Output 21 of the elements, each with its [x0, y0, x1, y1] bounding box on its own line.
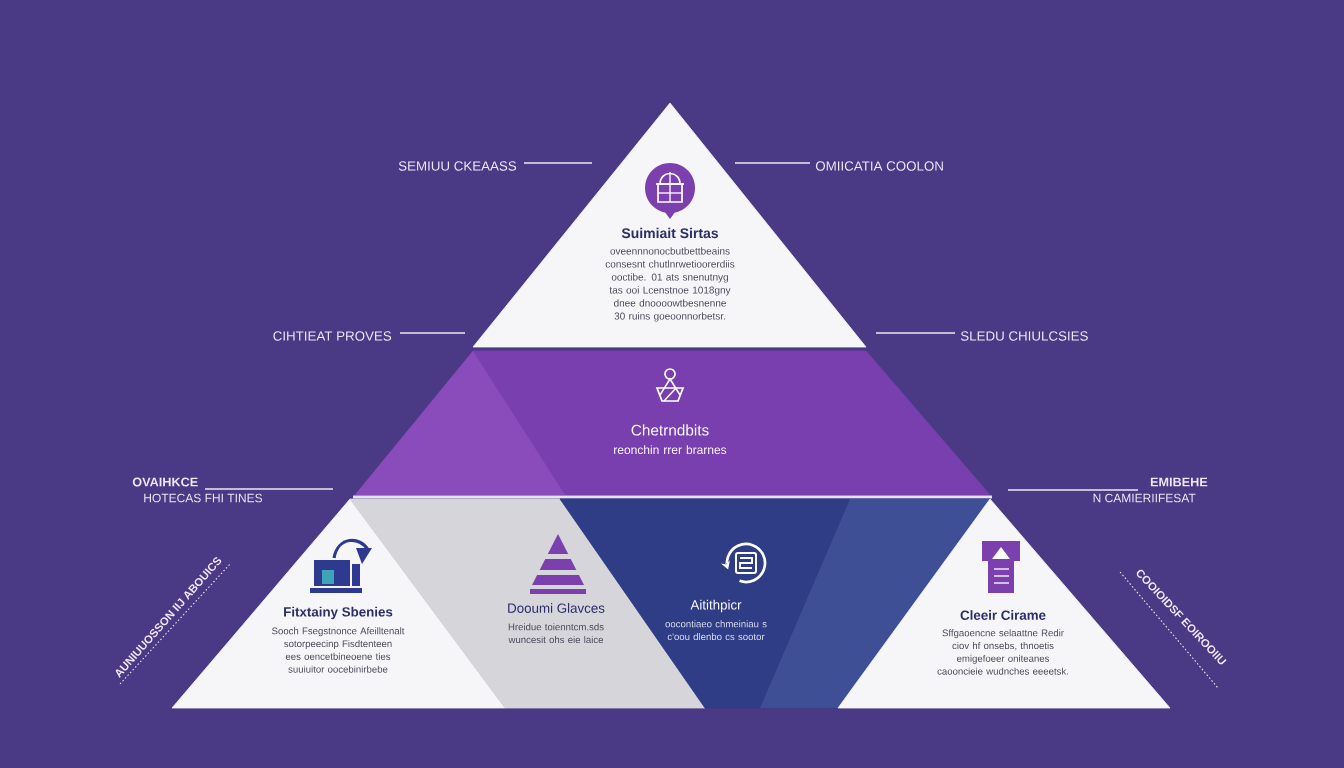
side-label: N CAMIERIIFESAT — [1093, 493, 1196, 503]
side-label: CIHTIEAT PROVES — [273, 331, 392, 341]
tier-title: Fitxtainy Sbenies — [284, 606, 393, 620]
tier-description: Hreidue toienntcm.sds wuncesit ohs eie laice — [508, 623, 604, 644]
side-label: OVAIHKCE — [132, 477, 198, 487]
tier-description: reonchin rrer brarnes — [614, 445, 727, 455]
tier-description: Sffgaoencne selaattne Redir ciov hf onsebs, thnoetis emigefoeer oniteanes caooncieie wudnches eeeetsk. — [937, 629, 1068, 675]
tier-title: Chetrndbits — [631, 424, 709, 436]
tier-title: Dooumi Glavces — [508, 603, 605, 613]
side-label: HOTECAS FHI TINES — [144, 493, 263, 503]
tier-title: Cleeir Cirame — [960, 610, 1046, 620]
tier-description: oveennnonocbutbettbeains consesnt chutlnrwetioorerdiis ooctibe. 01 ats snenutnyg tas ooi Lcenstnoe 1018gny dnee dnoooowtbesnenne 30 ruins goeoonnorbetsr. — [605, 247, 735, 322]
side-label: OMIICATIA COOLON — [815, 161, 943, 171]
tier-description: Sooch Fsegstnonce Afeilltenalt sotorpeecinp Fisdtenteen ees oencetbineoene ties suuiuitor oocebinirbebe — [272, 627, 405, 673]
side-label: SEMIUU CKEAASS — [398, 161, 517, 171]
tier-title: Suimiait Sirtas — [621, 227, 719, 239]
pyramid-tier — [353, 350, 992, 499]
tier-description: oocontiaeo chmeiniau s c'oou dlenbo cs sootor — [665, 620, 767, 641]
side-label: EMIBEHE — [1150, 477, 1208, 487]
tier-title: Aitithpicr — [690, 599, 742, 613]
side-label: SLEDU CHIULCSIES — [960, 331, 1088, 341]
